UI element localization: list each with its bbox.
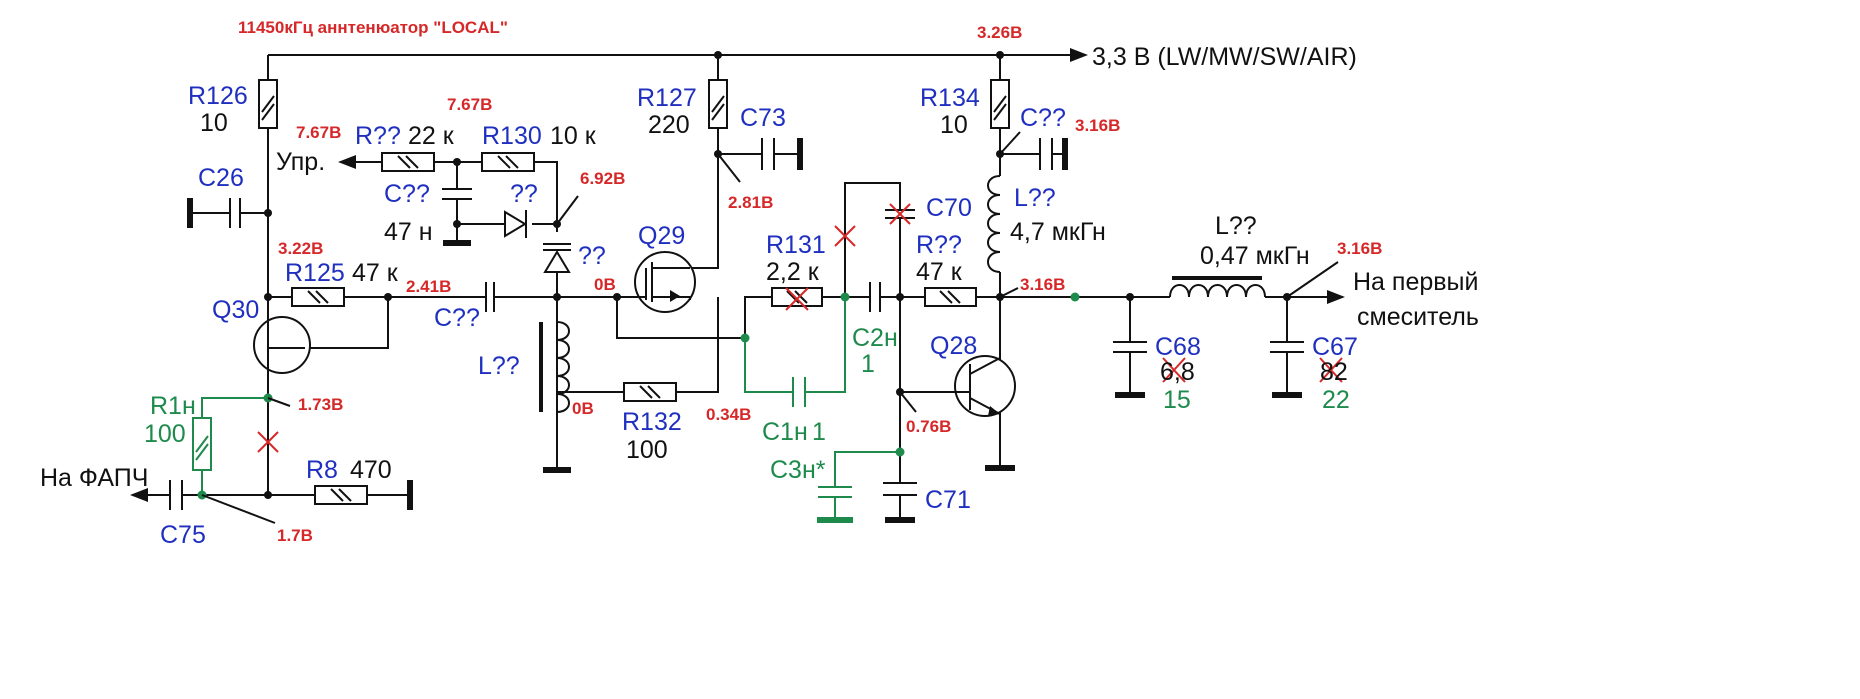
rq22-ref: R?? xyxy=(355,122,401,150)
c1n-value: 1 xyxy=(812,418,826,446)
c71-ref: C71 xyxy=(925,486,971,514)
r132-ref: R132 xyxy=(622,408,682,436)
l047-ref: L?? xyxy=(1215,212,1257,240)
q29-ref: Q29 xyxy=(638,222,685,250)
c67-new-value: 22 xyxy=(1322,386,1350,414)
r131-value: 2,2 к xyxy=(766,258,820,286)
r130-value: 10 к xyxy=(550,122,597,150)
capacitors xyxy=(169,138,1304,510)
voltage-r130-node: 7.67В xyxy=(447,95,492,114)
c68-new-value: 15 xyxy=(1163,386,1191,414)
c75-ref: C75 xyxy=(160,521,206,549)
c68-ref: C68 xyxy=(1155,333,1201,361)
l47-value: 4,7 мкГн xyxy=(1010,218,1106,246)
mixer-output-label-2: смеситель xyxy=(1357,303,1479,331)
modification-wires xyxy=(201,297,900,520)
voltage-pll: 1.7В xyxy=(277,526,313,545)
diode1-ref: ?? xyxy=(510,180,538,208)
c68-old-value: 6,8 xyxy=(1160,358,1195,386)
r130-ref: R130 xyxy=(482,122,542,150)
ground-symbols xyxy=(187,138,1302,523)
resistors xyxy=(192,79,1010,505)
cq-mid-ref: C?? xyxy=(434,304,480,332)
removal-crosses xyxy=(257,203,1343,453)
r134-value: 10 xyxy=(940,111,968,139)
voltage-r132: 0.34В xyxy=(706,405,751,424)
c67-ref: C67 xyxy=(1312,333,1358,361)
junction-dots xyxy=(197,51,1291,500)
r1n-ref: R1н xyxy=(150,392,196,420)
r8-value: 470 xyxy=(350,456,392,484)
voltage-q29-drain: 2.81В xyxy=(728,193,773,212)
voltage-q30-emitter: 1.73В xyxy=(298,395,343,414)
control-input-label: Упр. xyxy=(276,148,325,176)
rq47-ref: R?? xyxy=(916,231,962,259)
r1n-value: 100 xyxy=(144,420,186,448)
mixer-output-label-1: На первый xyxy=(1353,268,1478,296)
r125-value: 47 к xyxy=(352,259,399,287)
voltage-q30-collector: 3.22В xyxy=(278,239,323,258)
rq22-value: 22 к xyxy=(408,122,455,150)
voltage-leaders xyxy=(201,131,1339,524)
inductors xyxy=(539,175,1266,413)
r126-value: 10 xyxy=(200,109,228,137)
r127-value: 220 xyxy=(648,111,690,139)
q30-ref: Q30 xyxy=(212,296,259,324)
c2n-value: 1 xyxy=(861,350,875,378)
cq47-ref: C?? xyxy=(384,180,430,208)
r131-ref: R131 xyxy=(766,231,826,259)
c1n-ref: C1н xyxy=(762,418,808,446)
voltage-q28-collector: 3.16В xyxy=(1020,275,1065,294)
diodes xyxy=(504,210,571,273)
voltage-output: 3.16В xyxy=(1337,239,1382,258)
voltage-q28-base: 0.76В xyxy=(906,417,951,436)
c2n-ref: C2н xyxy=(852,324,898,352)
r125-ref: R125 xyxy=(285,259,345,287)
r134-ref: R134 xyxy=(920,84,980,112)
c26-ref: C26 xyxy=(198,164,244,192)
voltage-q29-gate: 0В xyxy=(594,275,616,294)
voltage-q30-base: 2.41В xyxy=(406,277,451,296)
rq47-value: 47 к xyxy=(916,258,963,286)
l47-ref: L?? xyxy=(1014,184,1056,212)
diode2-ref: ?? xyxy=(578,242,606,270)
cq-top-ref: C?? xyxy=(1020,104,1066,132)
c70-ref: C70 xyxy=(926,194,972,222)
lq-coil-ref: L?? xyxy=(478,352,520,380)
voltage-coil-tap: 0В xyxy=(572,399,594,418)
voltage-supply: 3.26В xyxy=(977,23,1022,42)
r127-ref: R127 xyxy=(637,84,697,112)
c73-ref: C73 xyxy=(740,104,786,132)
l047-value: 0,47 мкГн xyxy=(1200,242,1310,270)
r8-ref: R8 xyxy=(306,456,338,484)
supply-rail-label: 3,3 В (LW/MW/SW/AIR) xyxy=(1092,43,1357,71)
cq47-value: 47 н xyxy=(384,218,433,246)
r132-value: 100 xyxy=(626,436,668,464)
voltage-ctrl: 7.67В xyxy=(296,123,341,142)
voltage-r134-node: 3.16В xyxy=(1075,116,1120,135)
q28-ref: Q28 xyxy=(930,332,977,360)
transistors xyxy=(253,251,1016,417)
schematic-title: 11450кГц аннтенюатор "LOCAL" xyxy=(238,18,508,37)
pll-output-label: На ФАПЧ xyxy=(40,464,148,492)
c3n-ref: C3н* xyxy=(770,456,826,484)
voltage-varicap: 6.92В xyxy=(580,169,625,188)
c67-old-value: 82 xyxy=(1320,358,1348,386)
r126-ref: R126 xyxy=(188,82,248,110)
